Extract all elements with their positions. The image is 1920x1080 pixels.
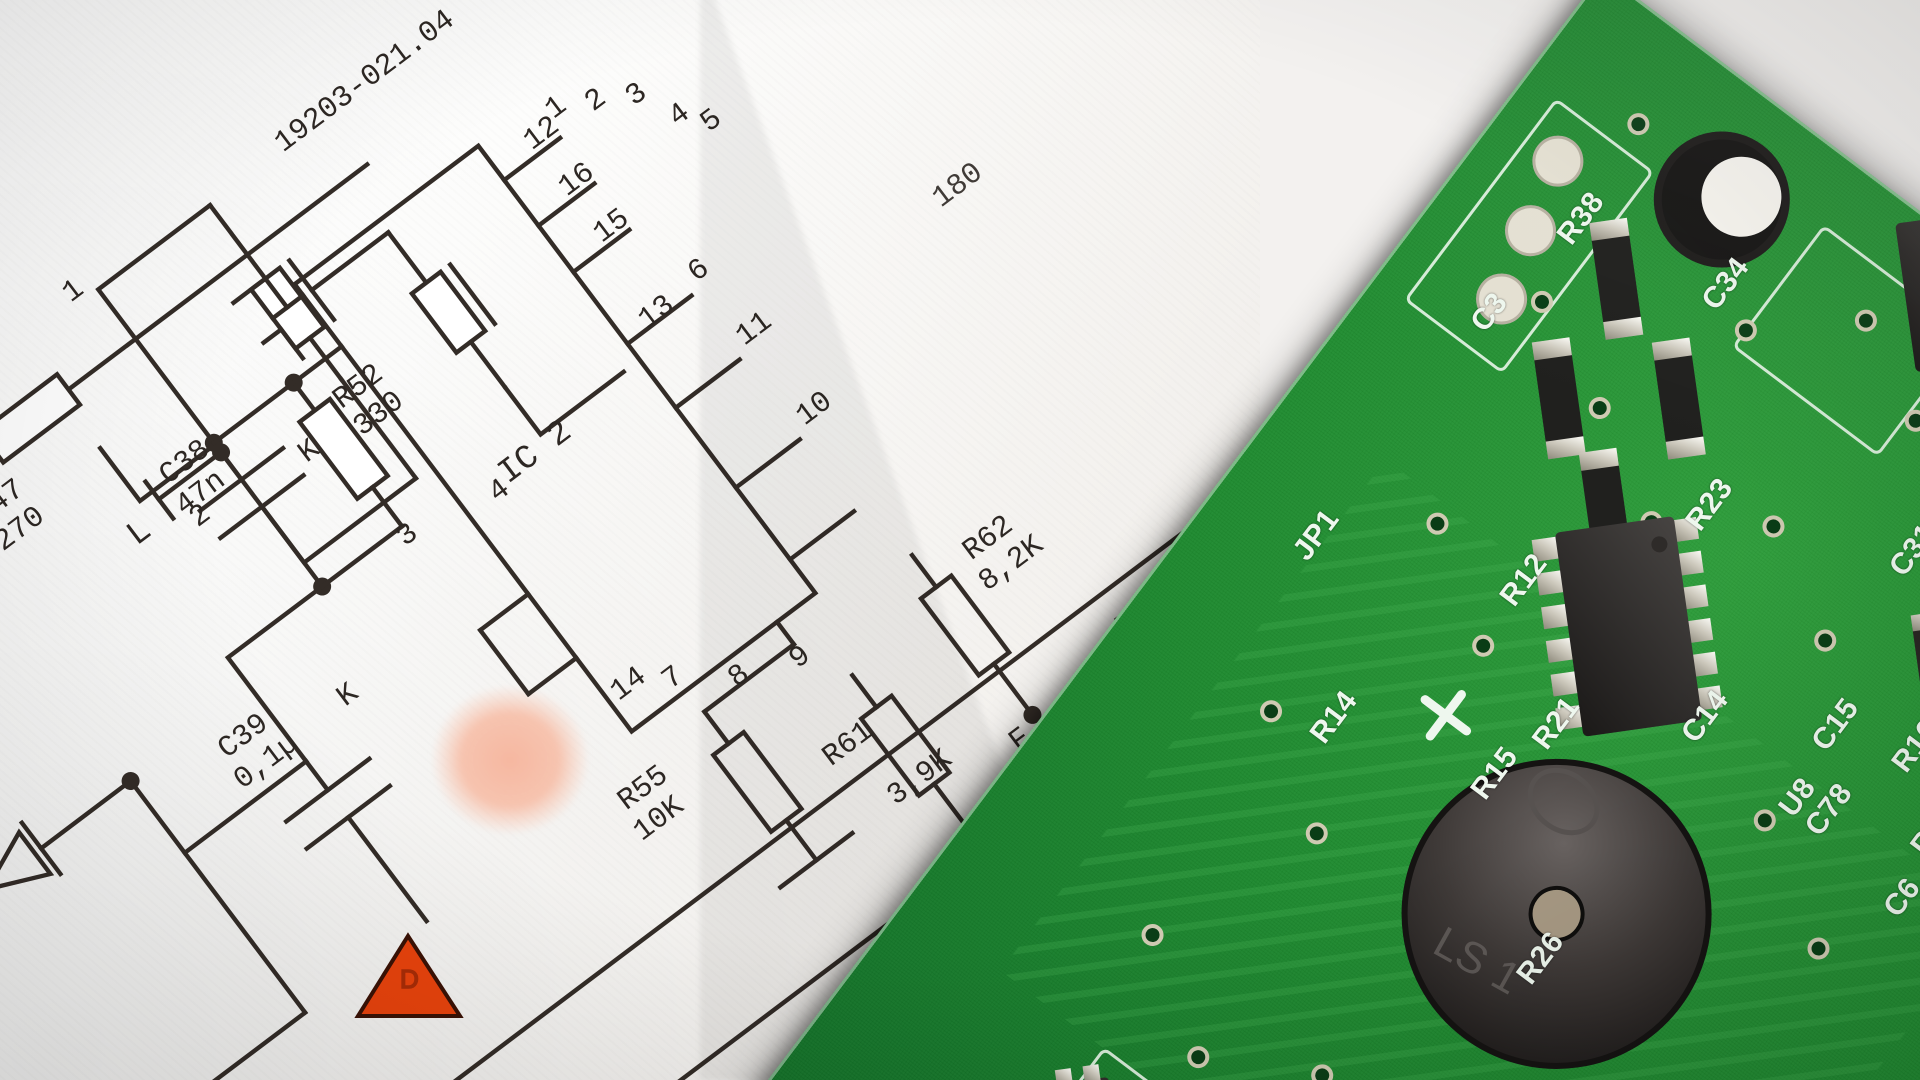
- ic-pin-3: 3: [619, 76, 654, 114]
- printed-circuit-board: LS 1: [700, 0, 1920, 1080]
- label-L: L: [120, 512, 159, 555]
- highlighter-mark: [432, 686, 588, 834]
- ic-pin-4: 4: [662, 97, 697, 135]
- pcb-artwork: LS 1: [700, 0, 1920, 1080]
- ic-pin-15: 15: [587, 202, 636, 251]
- mounting-hole-1: [1653, 131, 1790, 268]
- ic-pin-16: 16: [552, 156, 601, 205]
- ic-pin-13: 13: [632, 289, 681, 338]
- label-180: 180: [926, 156, 990, 216]
- polarity-plus-icon: [1420, 690, 1472, 741]
- buzzer-ls1: LS 1: [1401, 758, 1712, 1069]
- ic-pin-2: 2: [579, 82, 614, 120]
- test-pads-jp1: [1476, 135, 1584, 325]
- schematic-paper: [0, 0, 1260, 1080]
- triangle-letter: D: [400, 964, 419, 994]
- pin-1: 1: [56, 273, 91, 311]
- pin-3: 3: [390, 517, 425, 555]
- mark-K-2: K: [331, 677, 366, 715]
- ic-soic-top: [1895, 211, 1920, 372]
- transistor-q6b: [1049, 1064, 1120, 1080]
- warning-triangle-marker: D: [354, 932, 464, 1018]
- ic-soic-u8: [1531, 516, 1723, 737]
- drawing-number: 19203-021.04: [269, 3, 462, 160]
